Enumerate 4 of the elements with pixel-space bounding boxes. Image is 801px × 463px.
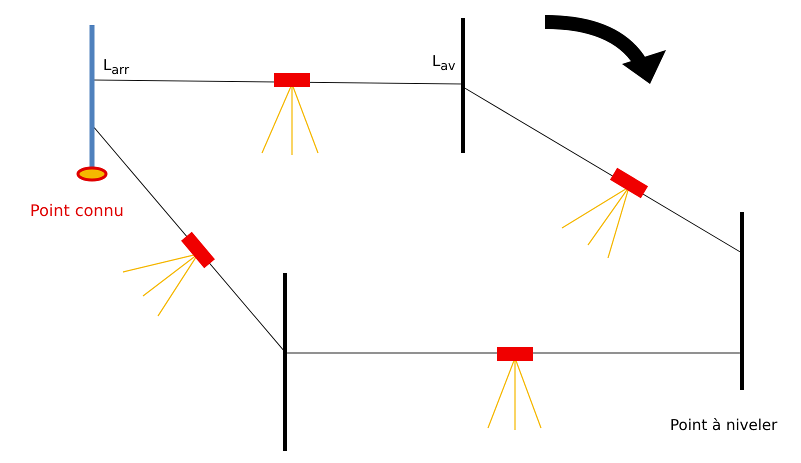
point-label: Point connu: [30, 203, 124, 219]
staff-label: L$_{arr}$: [103, 58, 130, 76]
staff-label: L$_{av}$: [432, 54, 456, 72]
point-label: Point à niveler: [670, 418, 778, 433]
